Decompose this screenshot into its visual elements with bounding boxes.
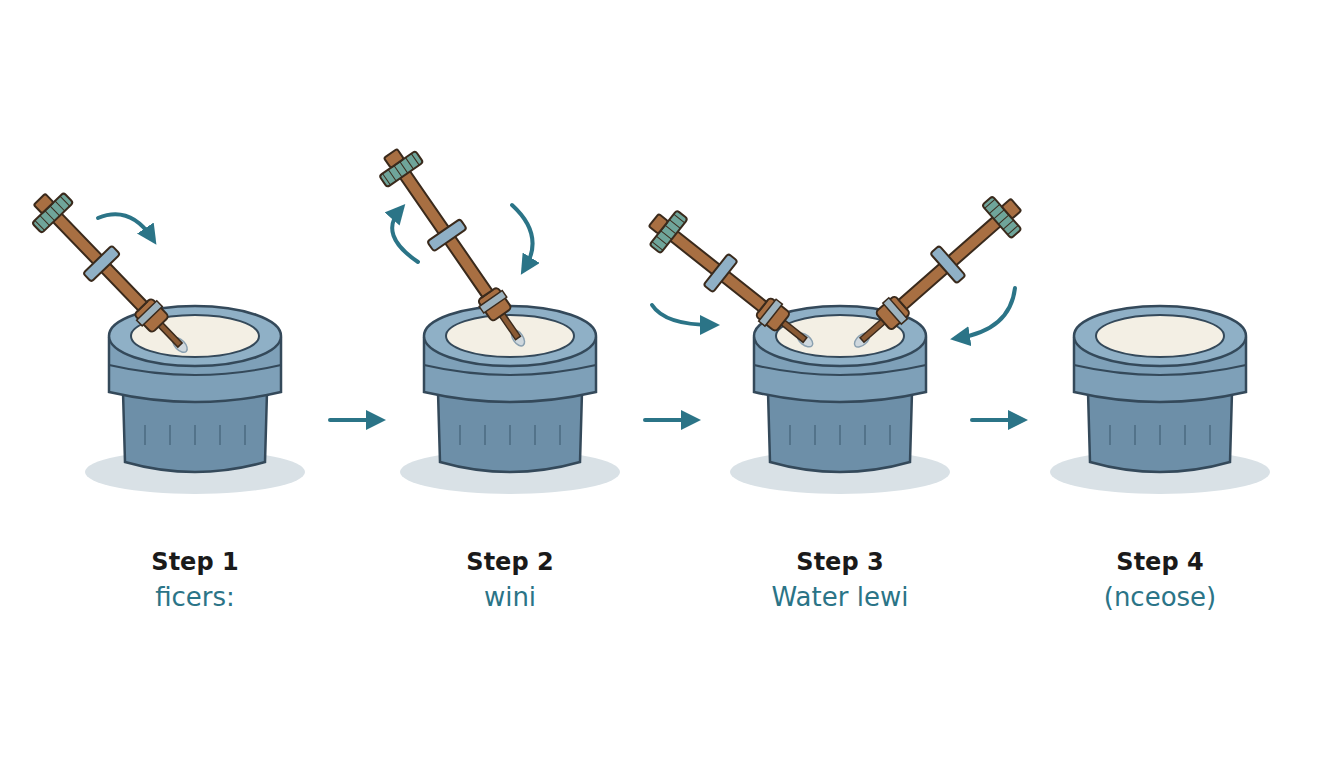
jar xyxy=(85,306,305,494)
jar-body xyxy=(768,392,912,472)
step-caption: ficers: xyxy=(155,582,235,612)
jar-rim xyxy=(1074,306,1246,366)
arrow xyxy=(645,418,693,422)
washer xyxy=(703,254,737,293)
step-caption: wini xyxy=(484,582,536,612)
tool xyxy=(841,188,1031,362)
jar xyxy=(1050,306,1270,494)
jar-seal xyxy=(1096,315,1224,357)
arrow xyxy=(330,418,378,422)
washer xyxy=(427,219,467,252)
washer xyxy=(930,246,965,284)
tool xyxy=(640,203,826,363)
cap xyxy=(384,149,404,168)
arrow xyxy=(958,288,1015,338)
tool xyxy=(372,141,541,358)
arrow xyxy=(392,210,418,262)
gear xyxy=(32,193,73,234)
step-caption: (nceose) xyxy=(1104,582,1217,612)
arrow xyxy=(972,418,1020,422)
cap xyxy=(34,194,54,214)
step-label: Step 1 xyxy=(151,548,238,576)
jar-body xyxy=(123,392,267,472)
shaft xyxy=(390,157,492,297)
gear xyxy=(649,210,687,253)
jar-body xyxy=(438,392,582,472)
step-label: Step 4 xyxy=(1116,548,1203,576)
washer xyxy=(83,245,120,281)
step-label: Step 2 xyxy=(466,548,553,576)
tool xyxy=(24,184,202,367)
jar xyxy=(730,306,950,494)
arrow xyxy=(512,205,533,268)
arrow xyxy=(652,305,712,325)
arrow xyxy=(98,214,152,238)
gear xyxy=(982,196,1022,238)
jar xyxy=(400,306,620,494)
step-caption: Water lewi xyxy=(772,582,909,612)
cap xyxy=(649,214,668,234)
step-label: Step 3 xyxy=(796,548,883,576)
cap xyxy=(1002,199,1022,219)
jar-rim xyxy=(424,306,596,366)
jar-body xyxy=(1088,392,1232,472)
